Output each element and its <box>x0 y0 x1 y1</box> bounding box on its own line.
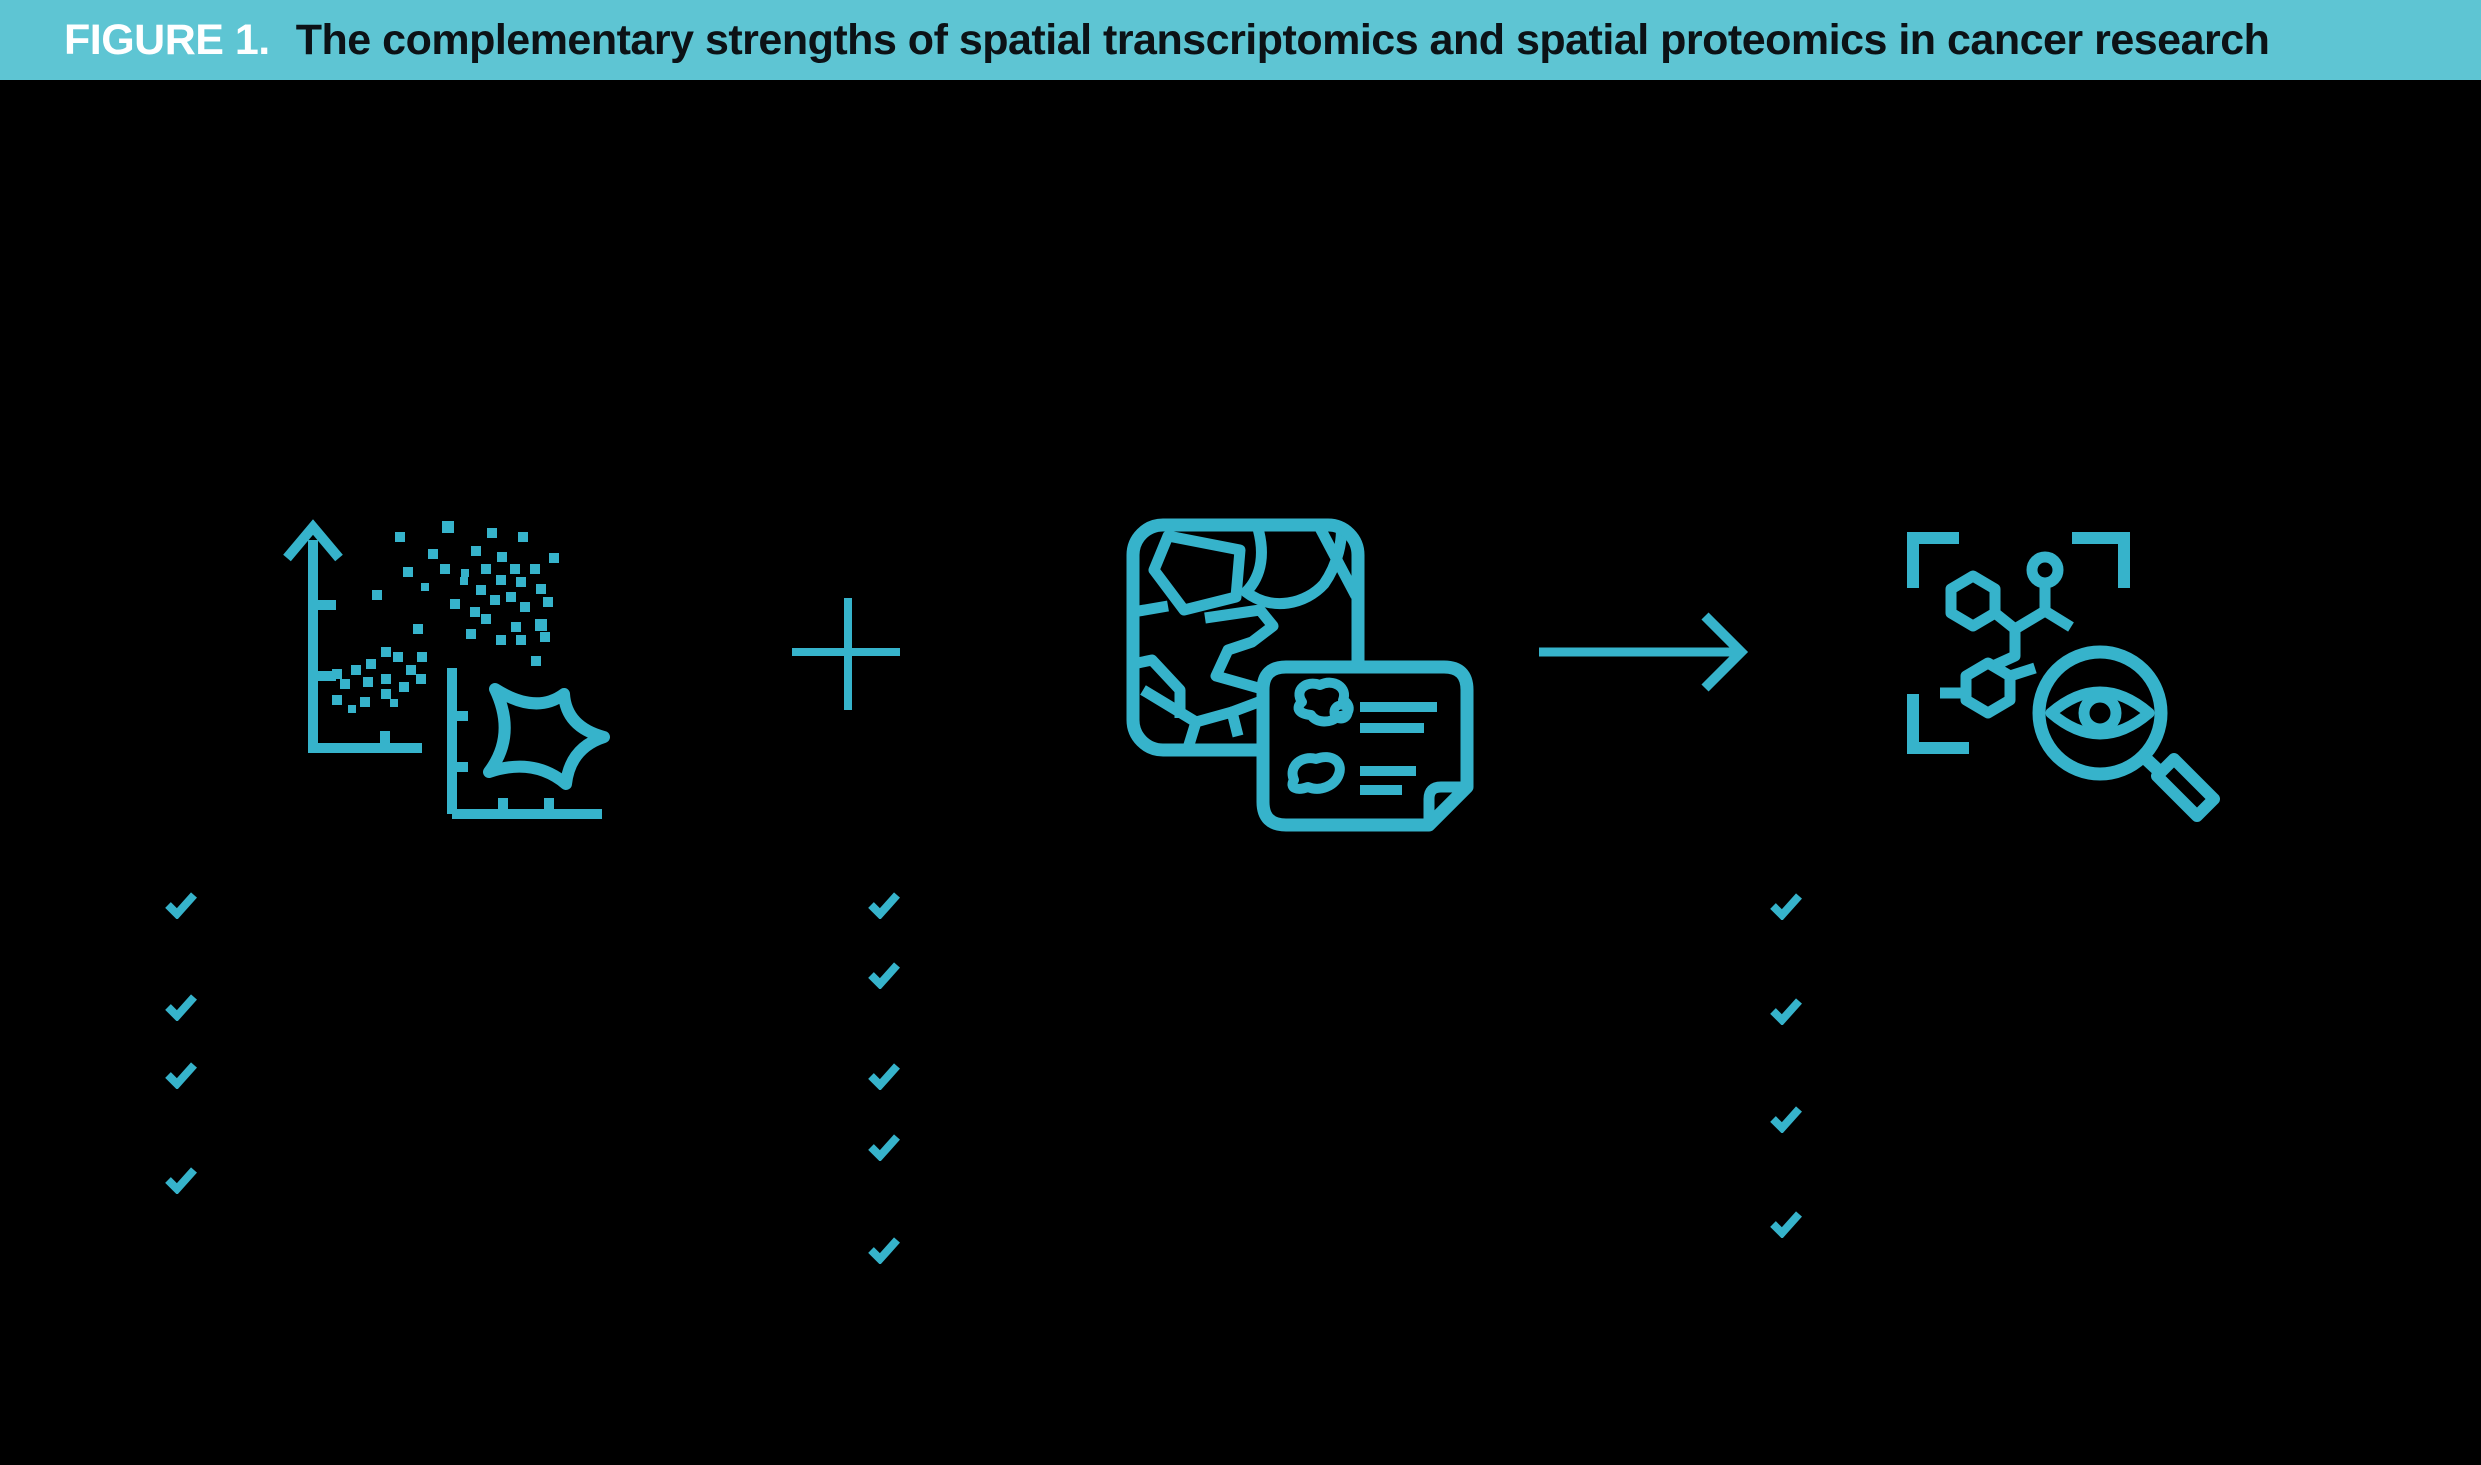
scatter-plot-sparkle-icon <box>283 519 610 819</box>
molecule-magnifier-eye-icon <box>1907 532 2220 822</box>
eye-pupil <box>2078 691 2122 735</box>
check-icon <box>868 1237 900 1264</box>
annotation-card <box>1256 660 1474 832</box>
eye-outline <box>2045 686 2155 740</box>
magnifier-lens <box>2032 645 2168 781</box>
axis-arrowhead <box>283 519 343 562</box>
tissue-slide <box>1126 518 1365 757</box>
check-icon <box>165 1062 197 1089</box>
molecule <box>1940 551 2074 719</box>
check-icon <box>868 962 900 989</box>
figure-title: The complementary strengths of spatial t… <box>295 15 2270 64</box>
card-text-lines <box>1360 702 1437 795</box>
card-blob-2 <box>1287 752 1345 794</box>
sparkle-cell <box>483 683 610 790</box>
card-fold <box>1423 781 1467 825</box>
scan-brackets <box>1907 532 2130 754</box>
check-icon <box>868 1063 900 1090</box>
tissue-annotation-card-icon <box>1126 518 1474 832</box>
magnifier-eye <box>2032 645 2220 822</box>
check-icon <box>1770 1211 1802 1238</box>
check-icon <box>868 1134 900 1161</box>
scatter-dots <box>332 521 559 713</box>
check-icon <box>1770 1106 1802 1133</box>
plus-icon <box>792 598 900 710</box>
figure-header: FIGURE 1. The complementary strengths of… <box>0 0 2481 80</box>
check-icon <box>165 892 197 919</box>
card-blob-1-dot <box>1329 700 1353 724</box>
check-icon <box>165 994 197 1021</box>
check-icon <box>1770 893 1802 920</box>
tissue-cells <box>1139 531 1352 744</box>
check-icon <box>1770 998 1802 1025</box>
check-icon <box>868 892 900 919</box>
magnifier-handle <box>2151 753 2220 822</box>
check-icon <box>165 1167 197 1194</box>
arrow-right-icon <box>1539 612 1749 692</box>
figure-label: FIGURE 1. <box>64 15 270 64</box>
